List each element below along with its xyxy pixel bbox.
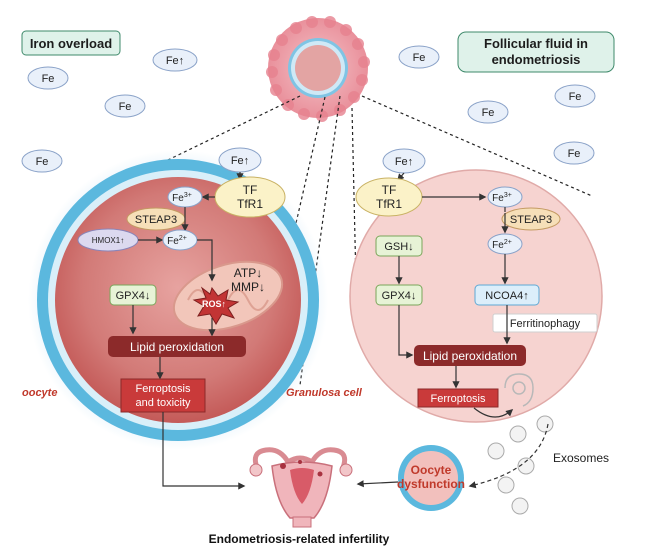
oocyte-fe-up-ellipse: Fe↑ <box>218 147 262 173</box>
svg-text:Fe3+: Fe3+ <box>172 192 192 204</box>
svg-text:Fe↑: Fe↑ <box>231 155 249 167</box>
oocyte-fe3-ellipse: Fe3+ <box>167 186 203 208</box>
oocyte-ros-burst: ROS↑ <box>192 286 240 325</box>
granulosa-ncoa4-box: NCOA4↑ <box>474 284 540 306</box>
granulosa-pathway: Fe↑ TF TfR1 Fe3+ STEAP3 Fe2+ GSH↓ <box>355 148 598 418</box>
fe-ellipse: Fe <box>398 45 440 69</box>
follicular-fluid-heading: Follicular fluid in endometriosis <box>457 31 615 73</box>
granulosa-steap3: STEAP3 <box>501 207 561 231</box>
oocyte-mmp-label: MMP↓ <box>231 280 265 294</box>
fe-ellipse: Fe <box>553 141 595 165</box>
svg-text:Fe2+: Fe2+ <box>492 239 512 251</box>
uterus-illustration <box>249 447 353 528</box>
exosome-budding-icon <box>504 373 534 407</box>
oocyte-pathway: Fe↑ TF TfR1 Fe3+ STEAP3 HMOX1↑ <box>77 147 286 413</box>
svg-text:GSH↓: GSH↓ <box>384 241 413 253</box>
fe-up-ellipse: Fe↑ <box>152 48 198 72</box>
oocyte-fe2-ellipse: Fe2+ <box>162 229 198 251</box>
oocyte-gpx4-box: GPX4↓ <box>109 284 157 306</box>
oocyte-lipid-peroxidation-box: Lipid peroxidation <box>108 336 246 357</box>
granulosa-gsh-box: GSH↓ <box>375 235 423 257</box>
oocyte-atp-label: ATP↓ <box>234 266 262 280</box>
granulosa-fe3-ellipse: Fe3+ <box>487 186 523 208</box>
svg-text:HMOX1↑: HMOX1↑ <box>92 236 124 245</box>
svg-text:Ferritinophagy: Ferritinophagy <box>510 318 581 330</box>
svg-text:Fe: Fe <box>119 101 132 113</box>
iron-overload-label: Iron overload <box>30 36 112 51</box>
svg-text:Lipid peroxidation: Lipid peroxidation <box>130 340 224 354</box>
svg-text:TfR1: TfR1 <box>376 197 402 211</box>
exosome-vesicles <box>487 415 554 515</box>
svg-text:Ferroptosis: Ferroptosis <box>430 393 486 405</box>
svg-text:TF: TF <box>382 183 397 197</box>
svg-text:Fe: Fe <box>568 148 581 160</box>
svg-text:Fe: Fe <box>42 73 55 85</box>
ferroptosis-to-uterus-arrow <box>162 412 246 490</box>
infertility-label: Endometriosis-related infertility <box>209 532 390 546</box>
oocyte-ferroptosis-box: Ferroptosis and toxicity <box>120 378 206 413</box>
follicle-illustration <box>266 16 370 122</box>
granulosa-ferritinophagy-box: Ferritinophagy <box>492 313 598 333</box>
granulosa-gpx4-box: GPX4↓ <box>375 284 423 306</box>
svg-text:Fe: Fe <box>36 156 49 168</box>
svg-text:GPX4↓: GPX4↓ <box>116 290 151 302</box>
svg-text:Fe3+: Fe3+ <box>492 192 512 204</box>
follicular-fluid-line1: Follicular fluid in <box>484 36 588 51</box>
fe-ellipse: Fe <box>104 94 146 118</box>
fe-ellipse: Fe <box>27 66 69 90</box>
fe-ellipse: Fe <box>467 100 509 124</box>
svg-text:Fe: Fe <box>569 91 582 103</box>
svg-text:GPX4↓: GPX4↓ <box>382 290 417 302</box>
oocyte-dysfunction-node: Oocyte dysfunction <box>397 445 465 511</box>
granulosa-lipid-peroxidation-box: Lipid peroxidation <box>414 345 526 366</box>
svg-text:Fe: Fe <box>413 52 426 64</box>
svg-text:Ferroptosis: Ferroptosis <box>135 383 191 395</box>
exosomes-label: Exosomes <box>553 451 609 465</box>
svg-text:NCOA4↑: NCOA4↑ <box>485 290 528 302</box>
svg-text:Fe↑: Fe↑ <box>166 55 184 67</box>
svg-text:Oocyte: Oocyte <box>411 463 452 477</box>
svg-text:TF: TF <box>243 183 258 197</box>
granulosa-ferroptosis-box: Ferroptosis <box>417 388 499 408</box>
svg-text:Fe↑: Fe↑ <box>395 156 413 168</box>
oocyte-label: oocyte <box>22 387 57 399</box>
svg-text:TfR1: TfR1 <box>237 197 263 211</box>
svg-text:dysfunction: dysfunction <box>397 477 465 491</box>
svg-text:ROS↑: ROS↑ <box>202 299 226 309</box>
svg-text:Fe2+: Fe2+ <box>167 235 187 247</box>
svg-text:Lipid peroxidation: Lipid peroxidation <box>423 349 517 363</box>
fe-ellipse: Fe <box>554 84 596 108</box>
svg-text:STEAP3: STEAP3 <box>510 214 552 226</box>
oocyte-steap3: STEAP3 <box>126 207 186 231</box>
granulosa-fe2-ellipse: Fe2+ <box>487 233 523 255</box>
granulosa-fe-up-ellipse: Fe↑ <box>382 148 426 174</box>
svg-text:Fe: Fe <box>482 107 495 119</box>
granulosa-tf-tfr1-receptor: TF TfR1 <box>355 177 423 217</box>
svg-text:and toxicity: and toxicity <box>135 397 191 409</box>
fe-ellipse: Fe <box>21 149 63 173</box>
follicular-fluid-line2: endometriosis <box>492 52 581 67</box>
oocyte-hmox1: HMOX1↑ <box>77 228 139 252</box>
iron-overload-heading: Iron overload <box>21 30 121 56</box>
exosome-arrow <box>468 423 549 489</box>
oocyte-tf-tfr1-receptor: TF TfR1 <box>214 176 286 218</box>
svg-text:STEAP3: STEAP3 <box>135 214 177 226</box>
granulosa-cell-label: Granulosa cell <box>286 387 363 399</box>
